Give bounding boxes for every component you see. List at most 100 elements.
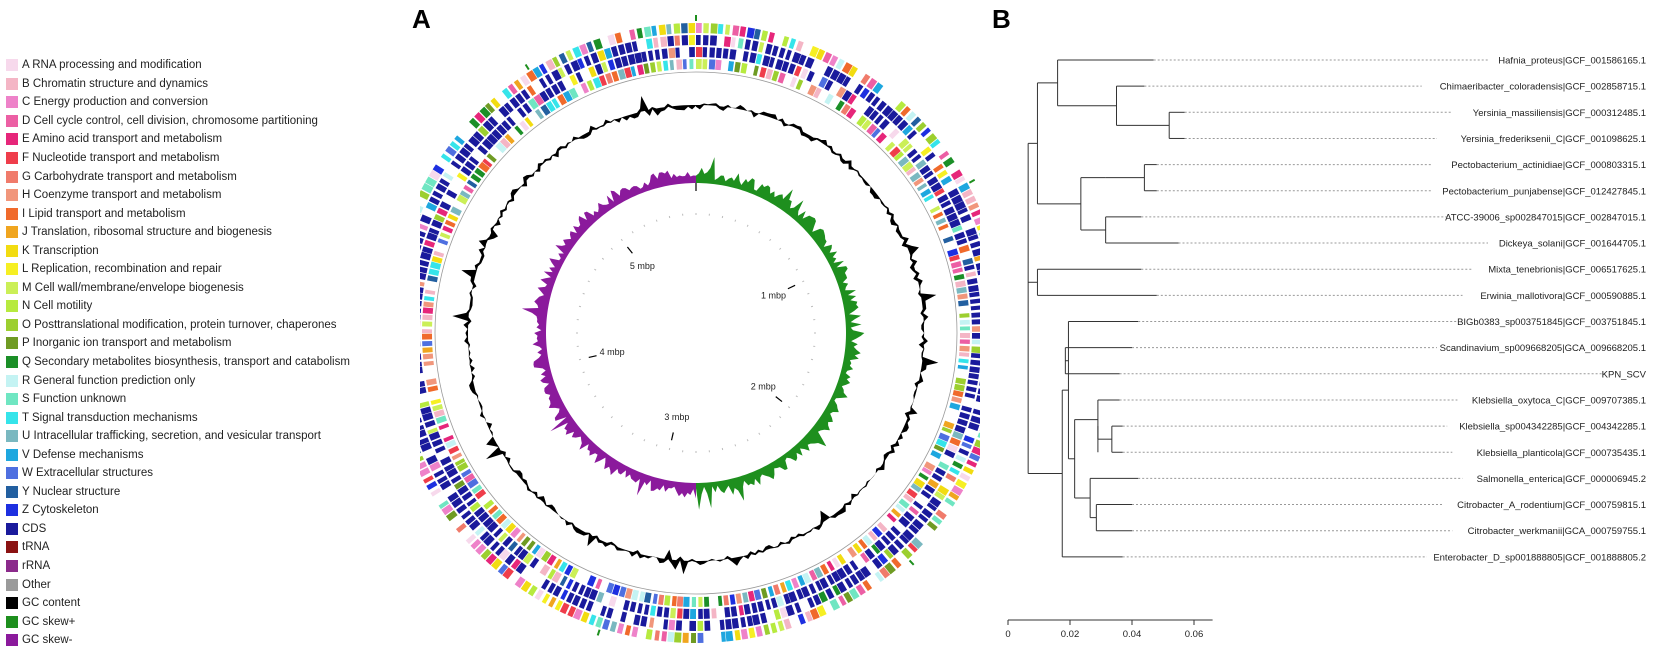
gene-feature	[915, 121, 927, 133]
gene-feature	[971, 209, 980, 218]
gene-feature	[636, 64, 645, 76]
gene-feature	[654, 49, 661, 60]
gene-feature	[426, 480, 438, 491]
gene-feature	[730, 37, 736, 48]
legend-label: R General function prediction only	[22, 374, 196, 387]
gene-feature	[944, 449, 956, 459]
legend-swatch	[6, 152, 18, 164]
gene-feature	[519, 120, 530, 132]
scale-tick	[779, 416, 782, 419]
legend-swatch	[6, 522, 18, 535]
mbp-label: 4 mbp	[600, 347, 625, 357]
gene-feature	[425, 454, 438, 466]
gene-feature	[586, 575, 597, 587]
gene-feature	[428, 196, 441, 206]
gene-feature	[903, 510, 915, 522]
gene-feature	[967, 421, 980, 432]
gene-feature	[957, 207, 968, 216]
gene-feature	[645, 629, 653, 640]
gene-feature	[551, 56, 561, 68]
gene-feature	[689, 47, 695, 58]
gene-feature	[676, 59, 683, 70]
gene-feature	[586, 79, 595, 91]
gene-feature	[538, 63, 548, 75]
gene-feature	[948, 254, 960, 262]
scale-tick	[758, 231, 761, 234]
gene-feature	[732, 25, 740, 36]
gene-feature	[432, 190, 444, 200]
gene-feature	[903, 493, 914, 503]
gene-feature	[562, 90, 573, 103]
tree-leaf-label: Hafnia_proteus|GCF_001586165.1	[1498, 56, 1646, 67]
gene-feature	[548, 596, 557, 608]
gene-feature	[935, 438, 948, 448]
gene-feature	[949, 437, 961, 447]
gene-feature	[551, 571, 562, 583]
gene-feature	[920, 188, 932, 198]
gene-feature	[624, 42, 633, 54]
gene-feature	[923, 170, 934, 180]
gene-feature	[533, 93, 545, 106]
gene-feature	[510, 558, 522, 570]
gene-feature	[822, 51, 833, 64]
gene-feature	[813, 87, 822, 99]
gene-feature	[784, 49, 792, 61]
gene-feature	[967, 234, 979, 242]
gene-feature	[797, 613, 806, 625]
gene-feature	[472, 131, 485, 143]
gene-feature	[427, 385, 439, 393]
gene-feature	[689, 620, 696, 631]
gene-feature	[420, 251, 432, 261]
gene-feature	[667, 631, 675, 643]
gene-feature	[902, 143, 913, 153]
gene-feature	[539, 564, 551, 576]
gene-feature	[862, 534, 873, 546]
gene-feature	[966, 459, 978, 468]
gene-feature	[432, 164, 445, 175]
gene-feature	[422, 314, 433, 321]
gene-feature	[945, 472, 957, 483]
legend-swatch	[6, 263, 18, 276]
legend-item: R General function prediction only	[6, 371, 406, 390]
gene-feature	[884, 141, 896, 152]
gene-feature	[541, 593, 551, 604]
gene-feature	[933, 188, 945, 197]
gene-feature	[844, 577, 854, 589]
gene-feature	[703, 608, 710, 619]
gene-feature	[979, 381, 980, 386]
legend-label: J Translation, ribosomal structure and b…	[22, 226, 272, 239]
gene-feature	[572, 46, 583, 58]
gene-feature	[952, 267, 963, 274]
legend-swatch	[6, 634, 18, 647]
gene-feature	[645, 38, 654, 50]
tree-leaf-label: Erwinia_mallotivora|GCF_000590885.1	[1480, 291, 1646, 302]
gene-feature	[420, 429, 427, 438]
legend-label: E Amino acid transport and metabolism	[22, 133, 223, 146]
gene-feature	[479, 531, 490, 542]
gene-feature	[938, 223, 949, 231]
gene-feature	[551, 98, 561, 109]
gene-feature	[683, 608, 690, 619]
gene-feature	[493, 527, 504, 538]
gene-feature	[600, 605, 608, 617]
gene-feature	[529, 557, 540, 569]
gene-feature	[610, 45, 619, 58]
gene-feature	[704, 596, 710, 607]
gene-feature	[835, 86, 847, 99]
gene-feature	[719, 619, 725, 630]
gene-feature	[912, 518, 924, 531]
gene-feature	[420, 237, 424, 245]
gene-feature	[478, 161, 490, 173]
gene-feature	[764, 599, 772, 610]
gene-feature	[971, 333, 980, 339]
gene-feature	[959, 333, 970, 339]
gene-feature	[722, 48, 729, 59]
gene-feature	[422, 321, 433, 327]
gene-feature	[862, 579, 873, 591]
gene-feature	[627, 53, 636, 66]
gene-feature	[516, 107, 527, 118]
gene-feature	[568, 87, 579, 100]
gene-feature	[667, 35, 675, 47]
legend-label: M Cell wall/membrane/envelope biogenesis	[22, 281, 244, 294]
gene-feature	[941, 426, 953, 434]
